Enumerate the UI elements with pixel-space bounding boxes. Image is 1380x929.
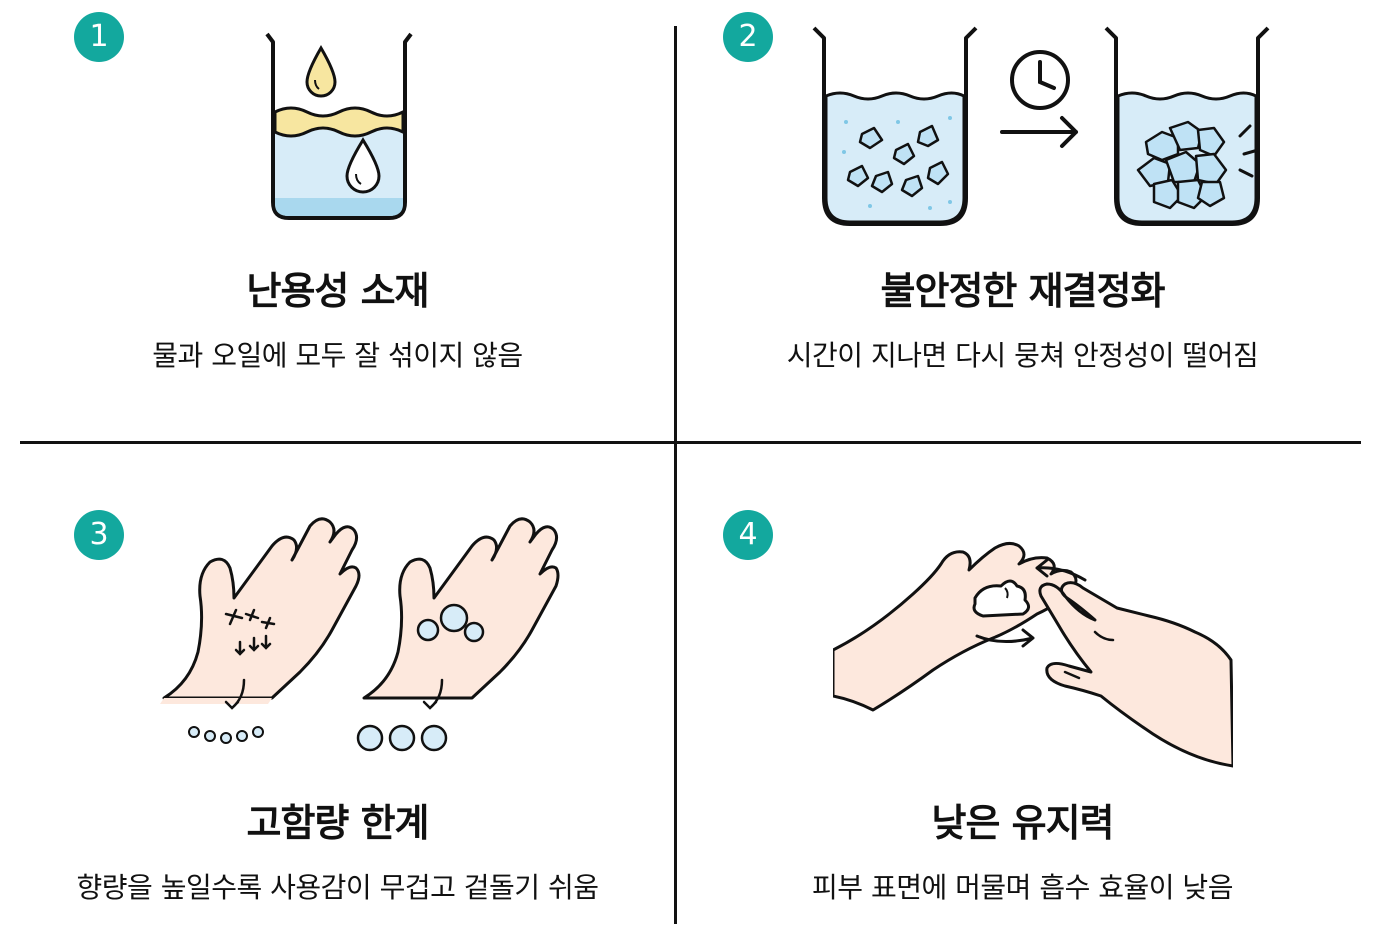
step-badge-1: 1 (74, 12, 124, 62)
panel-title: 고함량 한계 (246, 801, 429, 845)
panel-title: 난용성 소재 (246, 269, 429, 313)
step-badge-2: 2 (723, 12, 773, 62)
divider-vertical (674, 26, 677, 924)
hands-particles-icon (160, 517, 560, 752)
panel-2: 2 (695, 0, 1350, 440)
crystal-aggregation-icon (812, 26, 1270, 226)
panel-description: 향량을 높일수록 사용감이 무겁고 겉돌기 쉬움 (76, 871, 599, 904)
panel-title: 낮은 유지력 (931, 801, 1114, 845)
panel-description: 시간이 지나면 다시 뭉쳐 안정성이 떨어짐 (786, 339, 1259, 372)
step-badge-4: 4 (723, 510, 773, 560)
panel-4: 4 낮은 유지력 피부 표면에 머물며 흡수 효율이 낮음 (695, 450, 1350, 925)
beaker-oil-water-icon (265, 32, 413, 220)
hands-cream-icon (833, 541, 1233, 768)
panel-3: 3 고함량 한계 향량을 높일수록 사용감이 무겁고 겉돌기 쉬움 (10, 450, 665, 925)
step-badge-3: 3 (74, 510, 124, 560)
panel-description: 피부 표면에 머물며 흡수 효율이 낮음 (812, 871, 1233, 904)
panel-1: 1 난용성 소재 물과 오일에 모두 잘 섞이지 않음 (10, 0, 665, 440)
panel-description: 물과 오일에 모두 잘 섞이지 않음 (152, 339, 523, 372)
panel-title: 불안정한 재결정화 (880, 269, 1166, 313)
divider-horizontal (20, 441, 1361, 444)
